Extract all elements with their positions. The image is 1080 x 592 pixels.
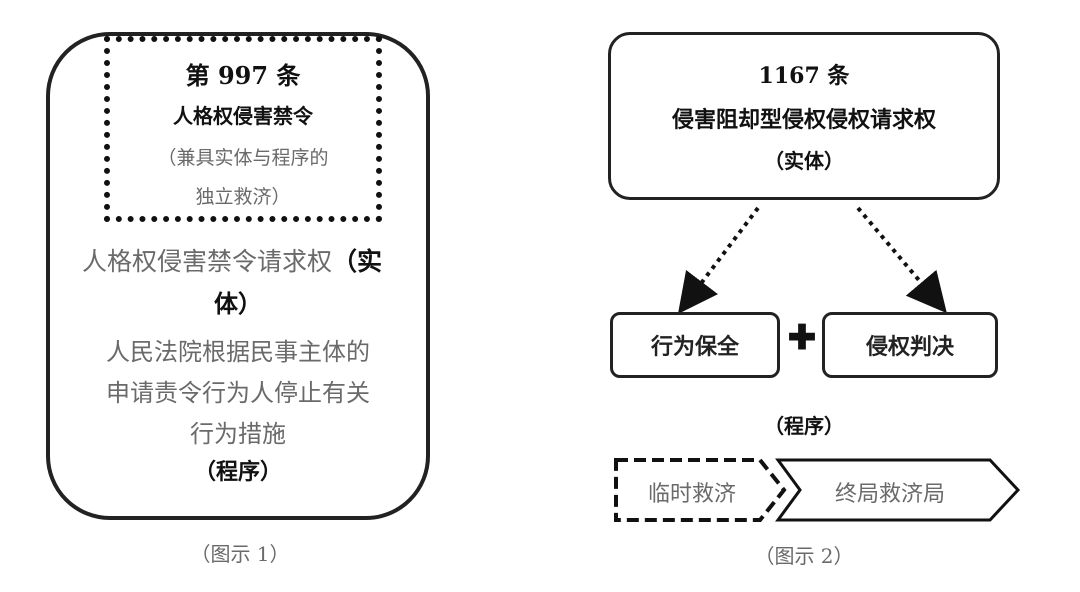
figure1-dotted-note-line2: 独立救济） [195,186,291,208]
figure1-procedure-line1: 人民法院根据民事主体的 [106,338,370,366]
figure1-injunction-title: 人格权侵害禁令 [173,104,313,128]
figure2-top-box [608,32,1000,200]
figure1-outer-box [46,32,430,520]
preservation-box: 行为保全 [610,312,780,378]
temporary-relief-label: 临时救济 [647,482,736,507]
figure2-article-number: 1167 条 [758,63,850,89]
figure1-claim-line: 人格权侵害禁令请求权（实 [82,242,412,278]
final-relief-chevron [775,458,1021,522]
judgment-box: 侵权判决 [822,312,998,378]
temporary-relief-chevron [614,458,787,522]
final-relief-label: 终局救济局 [834,482,945,507]
arrow-to-left-box [677,206,760,314]
figure2-procedure-tag: （程序） [764,414,844,438]
figure1-claim-tag-close: 体） [214,289,262,318]
figure1-procedure-line3: 行为措施 [190,420,286,448]
figure1-claim-text: 人格权侵害禁令请求权 [82,247,333,276]
figure2-caption: （图示 2） [754,544,854,568]
figure1-heading: 第 997 条 [185,61,301,90]
figure1-claim-tag-open: （实 [332,247,383,276]
figure1-dotted-note-line1: （兼具实体与程序的 [157,147,329,169]
figure1-dotted-box [104,36,382,222]
figure1-caption: （图示 1） [190,542,290,566]
figure2-substantive-tag: （实体） [764,149,844,173]
figure1-procedure-line2: 申请责令行为人停止有关 [106,379,370,407]
plus-icon: ✚ [787,318,817,358]
arrow-to-right-box [856,206,947,314]
figure2-claim-title: 侵害阻却型侵权侵权请求权 [671,107,936,133]
figure1-procedure-tag: （程序） [193,459,282,485]
